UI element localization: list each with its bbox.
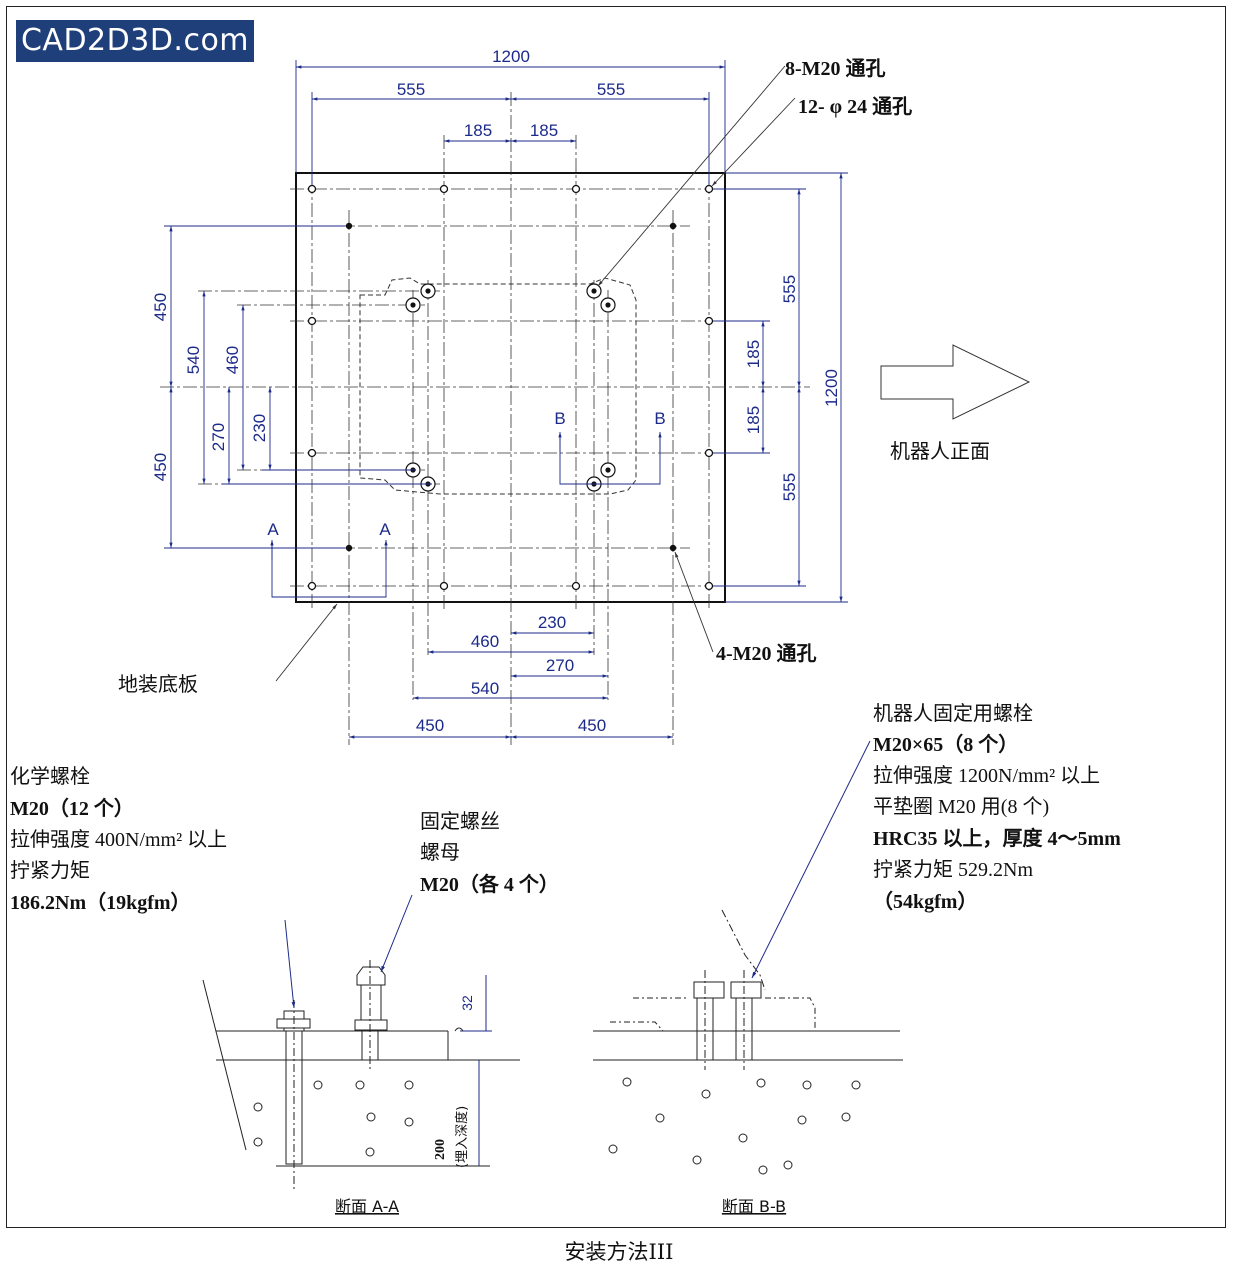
callout-base-plate: 地装底板 <box>118 673 198 696</box>
svg-text:化学螺栓: 化学螺栓 <box>10 765 90 788</box>
dim-top-185-left: 185 <box>464 121 492 140</box>
dim-right-185-top: 185 <box>744 340 763 368</box>
dim-bottom-270: 270 <box>546 656 574 675</box>
dim-left-450-bottom: 450 <box>151 453 170 481</box>
svg-text:M20×65（8 个）: M20×65（8 个） <box>873 733 1018 756</box>
robot-front-arrow-icon <box>880 344 1031 420</box>
svg-text:186.2Nm（19kgfm）: 186.2Nm（19kgfm） <box>10 891 191 914</box>
dim-bottom-540: 540 <box>471 679 499 698</box>
fix-screw-note: 固定螺丝 螺母 M20（各 4 个） <box>420 810 559 896</box>
svg-text:（54kgfm）: （54kgfm） <box>873 890 977 913</box>
dim-bottom-230: 230 <box>538 613 566 632</box>
dim-top-555-left: 555 <box>397 80 425 99</box>
section-aa <box>202 894 520 1190</box>
dim-right-185-bottom: 185 <box>744 406 763 434</box>
callout-8-m20: 8-M20 通孔 <box>785 57 886 80</box>
section-mark-a-left: A <box>267 520 279 539</box>
svg-text:拧紧力矩 529.2Nm: 拧紧力矩 529.2Nm <box>873 858 1033 881</box>
callout-4-m20: 4-M20 通孔 <box>716 642 817 665</box>
dim-bottom-450-right: 450 <box>578 716 606 735</box>
svg-text:M20（12 个）: M20（12 个） <box>10 797 134 820</box>
figure-caption: 安装方法III <box>564 1240 674 1264</box>
chemical-bolt-note: 化学螺栓 M20（12 个） 拉伸强度 400N/mm² 以上 拧紧力矩 186… <box>10 765 227 914</box>
plan-dimension-labels: 1200 555 555 185 185 555 185 185 555 120… <box>151 47 841 735</box>
callout-robot-front: 机器人正面 <box>890 440 990 463</box>
dim-top-185-right: 185 <box>530 121 558 140</box>
dim-left-460: 460 <box>223 346 242 374</box>
dim-right-555-bottom: 555 <box>780 473 799 501</box>
dim-top-1200: 1200 <box>492 47 530 66</box>
dim-32: 32 <box>459 995 475 1011</box>
svg-text:固定螺丝: 固定螺丝 <box>420 810 500 833</box>
site-logo: CAD2D3D.com <box>16 20 254 62</box>
dim-bottom-460: 460 <box>471 632 499 651</box>
svg-text:拉伸强度 1200N/mm² 以上: 拉伸强度 1200N/mm² 以上 <box>873 764 1100 787</box>
dim-bottom-450-left: 450 <box>416 716 444 735</box>
svg-text:拉伸强度 400N/mm² 以上: 拉伸强度 400N/mm² 以上 <box>10 828 227 851</box>
svg-text:M20（各 4 个）: M20（各 4 个） <box>420 872 559 896</box>
svg-text:螺母: 螺母 <box>420 841 460 864</box>
svg-text:HRC35 以上，厚度 4～5mm: HRC35 以上，厚度 4～5mm <box>873 826 1121 850</box>
robot-bolt-note: 机器人固定用螺栓 M20×65（8 个） 拉伸强度 1200N/mm² 以上 平… <box>873 702 1121 913</box>
dim-left-450-top: 450 <box>151 293 170 321</box>
svg-text:拧紧力矩: 拧紧力矩 <box>10 859 90 882</box>
section-mark-a-right: A <box>379 520 391 539</box>
svg-text:平垫圈 M20 用(8 个): 平垫圈 M20 用(8 个) <box>873 795 1049 818</box>
section-bb-title: 断面 B-B <box>722 1197 786 1216</box>
dim-left-270: 270 <box>209 423 228 451</box>
plan-callouts: 8-M20 通孔 12- φ 24 通孔 4-M20 通孔 地装底板 机器人正面 <box>118 57 990 696</box>
section-mark-b-right: B <box>654 409 665 428</box>
callout-12-phi24: 12- φ 24 通孔 <box>798 95 912 118</box>
section-mark-b-left: B <box>554 409 565 428</box>
section-aa-title: 断面 A-A <box>335 1197 399 1216</box>
drawing-frame <box>6 6 1226 1228</box>
svg-text:机器人固定用螺栓: 机器人固定用螺栓 <box>873 702 1033 725</box>
depth-note: (埋入深度) <box>454 1106 470 1168</box>
section-bb <box>593 740 903 1070</box>
dim-left-540: 540 <box>184 346 203 374</box>
dim-right-555-top: 555 <box>780 275 799 303</box>
dim-200: 200 <box>433 1139 448 1160</box>
dim-right-1200: 1200 <box>822 369 841 407</box>
dim-top-555-right: 555 <box>597 80 625 99</box>
dim-left-230: 230 <box>250 414 269 442</box>
